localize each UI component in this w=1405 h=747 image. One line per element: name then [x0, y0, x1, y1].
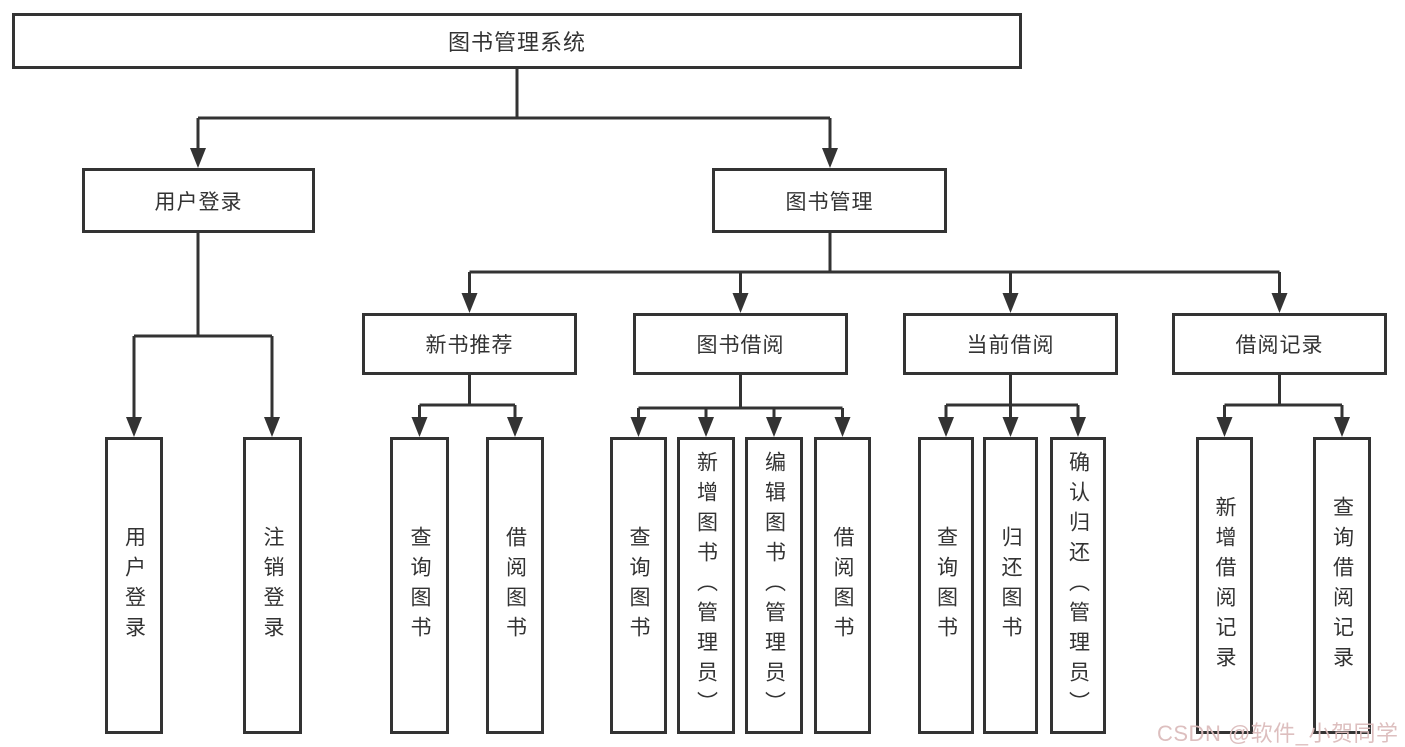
csdn-watermark: CSDN @软件_小贺同学	[1157, 721, 1399, 746]
node-current-borrow: 当前借阅	[903, 313, 1118, 375]
leaf-query-books-current: 查询图书	[918, 437, 974, 734]
leaf-borrow-books-recommend: 借阅图书	[486, 437, 544, 734]
leaf-logout: 注销登录	[243, 437, 302, 734]
leaf-return-books: 归还图书	[983, 437, 1038, 734]
leaf-borrow-books: 借阅图书	[814, 437, 871, 734]
leaf-edit-books-admin: 编辑图书（管理员）	[745, 437, 803, 734]
node-book-borrow: 图书借阅	[633, 313, 848, 375]
node-book-management: 图书管理	[712, 168, 947, 233]
node-new-book-recommend: 新书推荐	[362, 313, 577, 375]
connector-lines	[132, 66, 1344, 419]
leaf-add-borrow-record: 新增借阅记录	[1196, 437, 1253, 734]
node-borrow-records: 借阅记录	[1172, 313, 1387, 375]
leaf-query-borrow-record: 查询借阅记录	[1313, 437, 1371, 734]
node-library-system: 图书管理系统	[12, 13, 1022, 69]
leaf-add-books-admin: 新增图书（管理员）	[677, 437, 735, 734]
arrowhead-icons	[126, 148, 1350, 437]
leaf-query-books-borrow: 查询图书	[610, 437, 667, 734]
node-user-login: 用户登录	[82, 168, 315, 233]
leaf-user-login: 用户登录	[105, 437, 163, 734]
leaf-query-books-recommend: 查询图书	[390, 437, 449, 734]
leaf-confirm-return-admin: 确认归还（管理员）	[1050, 437, 1106, 734]
